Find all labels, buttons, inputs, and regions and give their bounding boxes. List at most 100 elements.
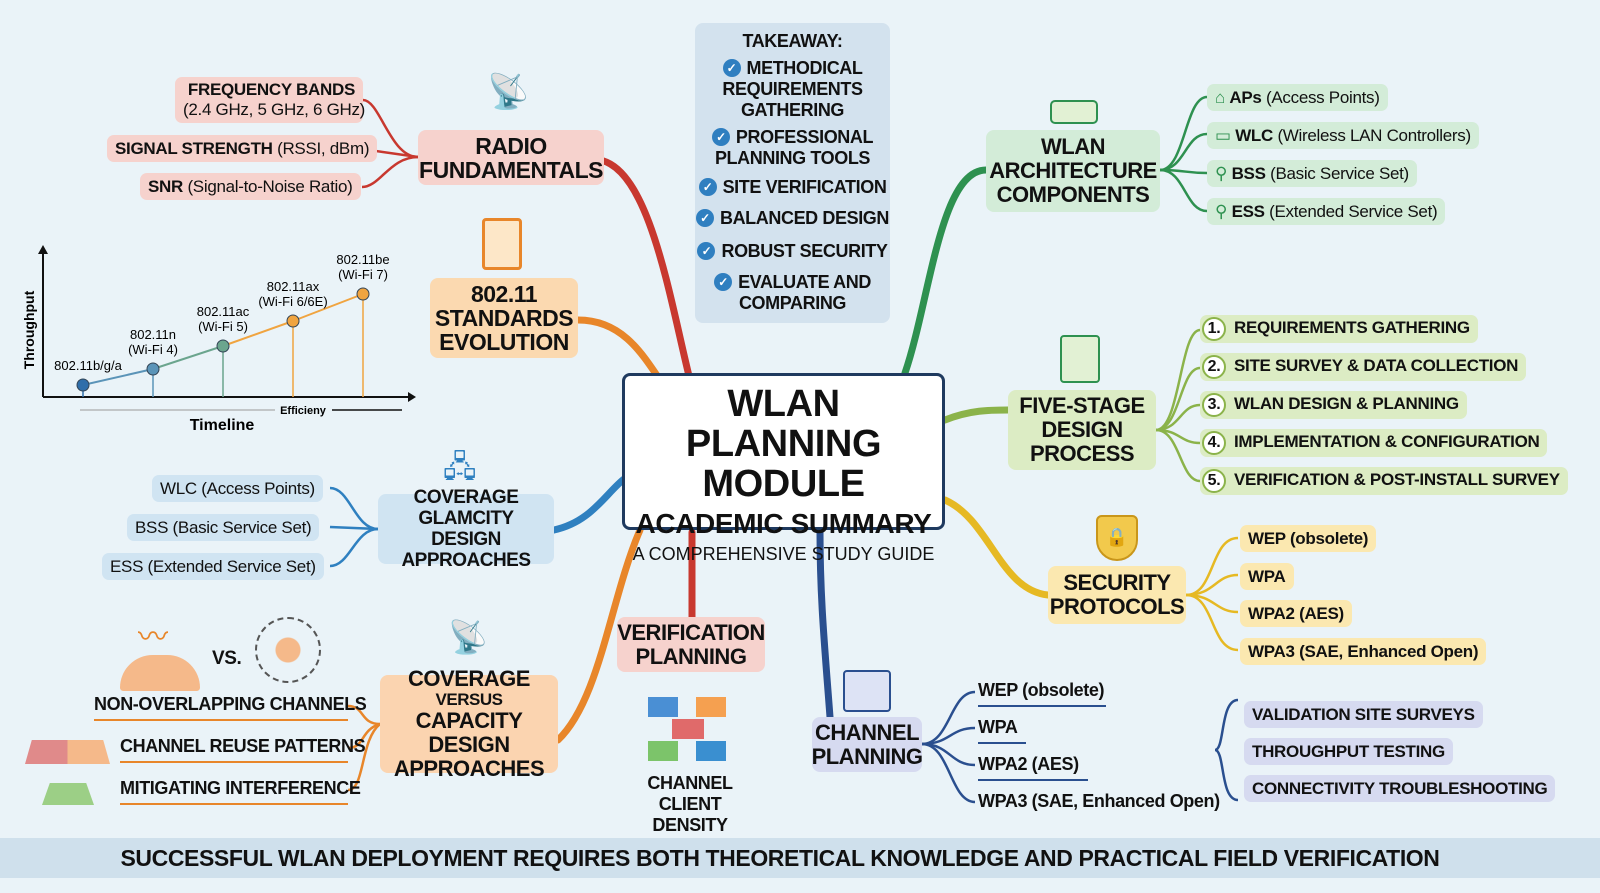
network-icon: 🖧 [443,451,477,484]
throughput-chart: ThroughputTimelineEfficieny802.11b/g/a80… [21,245,416,434]
topic-coverage-glamcity: COVERAGE GLAMCITY DESIGN APPROACHES [378,487,554,571]
channel-item: WPA3 (SAE, Enhanced Open) [978,791,1220,811]
stage-item: 2.SITE SURVEY & DATA COLLECTION [1200,353,1527,381]
data-point [76,378,90,392]
verify-list-item: THROUGHPUT TESTING [1244,738,1453,765]
radio-item: FREQUENCY BANDS(2.4 GHz, 5 GHz, 6 GHz) [175,77,365,123]
verify-list-item: CONNECTIVITY TROUBLESHOOTING [1244,775,1556,802]
vs-label: VS. [212,648,242,669]
capacity-title-line: CAPACITY DESIGN APPROACHES [393,708,545,781]
topic-security-protocols: SECURITY PROTOCOLS [1048,566,1186,624]
topic-wlan-architecture: WLAN ARCHITECTURE COMPONENTS [986,130,1160,212]
checklist-icon [1060,335,1100,383]
capacity-item: MITIGATING INTERFERENCE [120,778,361,805]
takeaway-box: TAKEAWAY: ✓METHODICAL REQUIREMENTS GATHE… [695,23,890,323]
channel-blocks-icon [648,697,728,763]
footer-banner: SUCCESSFUL WLAN DEPLOYMENT REQUIRES BOTH… [0,838,1600,878]
channel-item: WEP (obsolete) [978,680,1106,707]
planning-tool-icon [843,670,891,712]
takeaway-heading: TAKEAWAY: [742,31,843,51]
glamcity-item: ESS (Extended Service Set) [102,553,324,580]
point-sublabel: (Wi-Fi 6/6E) [258,294,327,309]
stage-item: 1.REQUIREMENTS GATHERING [1200,315,1478,343]
central-topic: WLAN PLANNING MODULE ACADEMIC SUMMARY A … [622,373,945,564]
data-point [146,362,160,376]
security-item: WPA [1240,563,1294,590]
takeaway-item: ✓PROFESSIONAL PLANNING TOOLS [695,127,890,169]
stage-item: 3.WLAN DESIGN & PLANNING [1200,391,1467,419]
shield-lock-icon: 🔒 [1096,515,1138,561]
y-axis-arrow [38,245,48,254]
data-point [356,287,370,301]
series-segment [152,345,224,370]
coverage-dome-icon [120,655,200,691]
data-point [286,314,300,328]
topic-coverage-vs-capacity: COVERAGE VERSUS CAPACITY DESIGN APPROACH… [380,667,558,781]
antenna-icon: 📡 [487,73,530,111]
point-label: 802.11ax [267,279,320,294]
arch-item: ▭ WLC (Wireless LAN Controllers) [1207,122,1479,149]
overlapping-channels-icon [25,740,110,764]
takeaway-item: ✓EVALUATE AND COMPARING [695,272,890,314]
glamcity-item: WLC (Access Points) [152,475,323,502]
takeaway-item: ✓SITE VERIFICATION [695,177,890,198]
capacity-item: CHANNEL REUSE PATTERNS [120,736,366,763]
series-segment [82,368,154,386]
takeaway-item: ✓BALANCED DESIGN [695,208,890,229]
users-cluster-icon [255,617,321,683]
interference-icon [42,783,94,805]
series-segment [292,293,364,322]
point-label: 802.11be [336,252,389,267]
arch-item: ⚲ BSS (Basic Service Set) [1207,160,1417,187]
check-icon: ✓ [698,178,717,196]
security-item: WPA3 (SAE, Enhanced Open) [1240,638,1487,665]
capacity-item: NON-OVERLAPPING CHANNELS [94,694,367,721]
stage-item: 5.VERIFICATION & POST-INSTALL SURVEY [1200,467,1568,495]
point-sublabel: (Wi-Fi 4) [128,342,178,357]
clipboard-icon [482,218,522,270]
router-icon [1050,100,1098,124]
point-label: 802.11b/g/a [54,358,122,373]
security-item: WPA2 (AES) [1240,600,1352,627]
bss-icon: ⚲ [1215,164,1232,183]
topic-verification-planning: VERIFICATION PLANNING [617,617,765,672]
topic-radio-fundamentals: RADIO FUNDAMENTALS [418,130,604,185]
arch-item: ⌂ APs (Access Points) [1207,84,1388,111]
point-sublabel: (Wi-Fi 5) [198,319,248,334]
capacity-title-line: COVERAGE [408,666,530,691]
radio-item: SNR (Signal-to-Noise Ratio) [140,173,361,200]
radio-item: SIGNAL STRENGTH (RSSI, dBm) [107,135,378,162]
channel-item: WPA2 (AES) [978,754,1088,781]
series-segment [222,320,294,347]
stage-item: 4.IMPLEMENTATION & CONFIGURATION [1200,429,1548,457]
point-sublabel: (Wi-Fi 7) [338,267,388,282]
check-icon: ✓ [697,242,716,260]
point-label: 802.11ac [197,304,250,319]
verification-caption: CHANNEL CLIENT DENSITY [647,773,733,835]
security-item: WEP (obsolete) [1240,525,1377,552]
topic-channel-planning: CHANNEL PLANNING [812,717,923,772]
verify-list-item: VALIDATION SITE SURVEYS [1244,701,1483,728]
data-point [216,339,230,353]
takeaway-item: ✓METHODICAL REQUIREMENTS GATHERING [722,58,863,120]
tower-icon: 📡 [448,619,488,655]
y-axis-label: Throughput [21,290,37,369]
check-icon: ✓ [714,273,733,291]
center-tagline: A COMPREHENSIVE STUDY GUIDE [632,544,935,564]
center-title: WLAN PLANNING MODULE [685,383,882,505]
x-axis-label: Timeline [190,417,255,434]
arch-item: ⚲ ESS (Extended Service Set) [1207,198,1446,225]
x-axis-arrow [408,392,416,402]
topic-standards-evolution: 802.11 STANDARDS EVOLUTION [430,278,578,358]
takeaway-item: ✓ROBUST SECURITY [695,241,890,262]
glamcity-item: BSS (Basic Service Set) [127,514,320,541]
ess-icon: ⚲ [1215,202,1232,221]
check-icon: ✓ [722,59,741,77]
controller-icon: ▭ [1215,126,1236,145]
wifi-signal-icon: 〰 [138,621,168,654]
channel-item: WPA [978,717,1026,744]
point-label: 802.11n [130,327,176,342]
capacity-title-line: VERSUS [435,690,503,709]
access-point-icon: ⌂ [1215,88,1230,107]
